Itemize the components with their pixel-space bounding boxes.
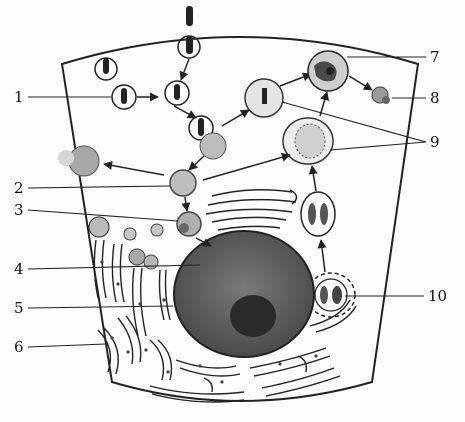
label-8: 8 [430, 89, 440, 107]
nucleus [174, 231, 314, 357]
transport-vesicles [89, 217, 163, 269]
exocytosed-material [372, 87, 390, 104]
leader-2 [28, 186, 170, 188]
uncoated-vesicle [165, 81, 189, 105]
label-3: 3 [14, 201, 24, 219]
label-5: 5 [14, 299, 24, 317]
label-4: 4 [14, 260, 24, 278]
lysosome-left [58, 146, 99, 176]
label-9: 9 [430, 133, 440, 151]
early-endosome [189, 116, 226, 159]
membrane-receptor [178, 6, 200, 58]
golgi-vesicle [177, 212, 201, 236]
phagosome [301, 192, 335, 236]
residual-body [308, 51, 348, 91]
label-7: 7 [430, 48, 440, 66]
primary-lysosome [170, 170, 196, 196]
label-6: 6 [14, 338, 24, 356]
label-10: 10 [428, 287, 447, 305]
coated-pit [95, 58, 117, 80]
lysosome-upper [245, 79, 283, 117]
coated-vesicle [112, 85, 136, 109]
leader-9b [330, 142, 426, 150]
leader-4 [28, 265, 200, 269]
label-1: 1 [14, 88, 24, 106]
label-2: 2 [14, 179, 24, 197]
secondary-lysosome [283, 118, 333, 164]
leader-6 [28, 344, 106, 347]
golgi-apparatus [206, 190, 297, 230]
